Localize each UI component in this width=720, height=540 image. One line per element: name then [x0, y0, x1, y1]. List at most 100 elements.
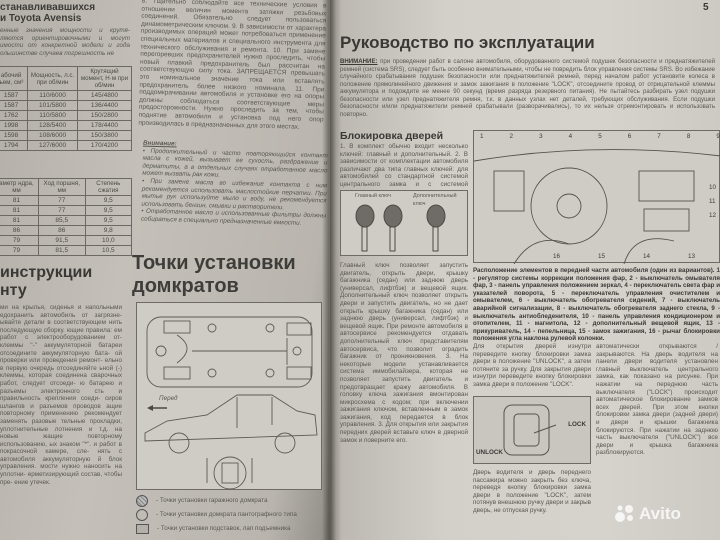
legend-item: - Точки установки домкрата пантографного…	[136, 508, 326, 522]
avito-logo-icon	[615, 505, 633, 522]
page-title: Руководство по эксплуатации	[340, 33, 595, 52]
legend-item: - Точки установки гаражного домкрата	[136, 494, 326, 508]
table-cell: 1762	[0, 110, 29, 121]
table-cell: 1587	[0, 90, 29, 101]
table-cell: 10,0	[84, 235, 133, 246]
jack-points-diagram: Перед	[136, 302, 322, 490]
table-cell: 9,5	[84, 215, 133, 226]
caution-item: • Отработанное масло и использованные фи…	[140, 207, 327, 227]
table-cell: 77	[37, 195, 86, 206]
table-cell: 170/4200	[76, 140, 133, 151]
table-cell: 178/4400	[76, 120, 133, 131]
door-text-3: Для открытия дверей изнутри переведите к…	[473, 343, 591, 388]
keys-illustration	[355, 204, 446, 252]
table-cell: 1794	[0, 140, 29, 151]
hatched-circle-icon	[136, 495, 148, 507]
table-cell: 81	[0, 205, 39, 216]
caution-item: • Продолжительный и часто повторяющийся …	[142, 147, 328, 179]
table-cell: 150/2800	[76, 110, 133, 121]
dashboard-illustration	[473, 149, 720, 265]
table-cell: 79	[0, 245, 39, 256]
instructions-text: ми на крылья, сиденья и напольными едохр…	[0, 304, 122, 486]
right-page: 5 Руководство по эксплуатации ВНИМАНИЕ: …	[330, 0, 720, 540]
main-key-label: Главный ключ	[355, 193, 391, 199]
column-header: аметр ндра, мм	[0, 178, 39, 196]
book-spine	[322, 0, 336, 540]
table-cell: 86	[0, 225, 39, 236]
srs-warning: ВНИМАНИЕ: при проведении работ в салоне …	[340, 58, 715, 118]
table-cell: 136/4400	[76, 100, 133, 111]
square-icon	[136, 524, 149, 534]
unlock-label: UNLOCK	[476, 449, 503, 456]
table-cell: 81,5	[37, 245, 86, 256]
jack-points-heading: Точки установки домкратов	[132, 252, 296, 297]
left-page: станавливавшихся и Toyota Avensis енные …	[0, 0, 330, 540]
engine-section-title: станавливавшихся и Toyota Avensis	[0, 2, 96, 24]
legend-item: - Точки установки подставок, лап подъемн…	[136, 522, 326, 536]
table-cell: 1598	[0, 130, 29, 141]
table-cell: 10,5	[84, 245, 133, 256]
dashboard-caption: Расположение элементов в передней части …	[473, 267, 720, 343]
car-chassis-illustration	[144, 316, 318, 490]
table-cell: 86	[37, 225, 86, 236]
caution-block: Внимание: • Продолжительный и часто повт…	[140, 139, 328, 227]
column-header: абочий ъем, см³	[0, 66, 29, 91]
table-cell: 110/5800	[27, 110, 78, 121]
table-cell: 110/6000	[27, 90, 78, 101]
column-header: Мощность, л.с. при об/мин	[27, 66, 78, 91]
table-cell: 9,5	[84, 205, 133, 216]
table-cell: 81	[0, 195, 39, 206]
spare-key-label: Дополнительный ключ	[413, 193, 457, 207]
column-header: Ход поршня, мм	[37, 178, 86, 196]
table-cell: 79	[0, 235, 39, 246]
table-cell: 77	[37, 205, 86, 216]
table-cell: 9,8	[84, 225, 133, 236]
table-cell: 9,5	[84, 195, 133, 206]
column-header: Крутящий момент, Н·м при об/мин	[76, 66, 133, 91]
door-text-4: Дверь водителя и дверь переднего пассажи…	[473, 469, 591, 514]
engine-intro: енные значения мощности и крутя- ляются …	[0, 27, 130, 57]
door-handle-figure: UNLOCK LOCK	[473, 396, 591, 464]
table-cell: 101/5800	[27, 100, 78, 111]
avito-logo-text: Avito	[639, 504, 681, 523]
column-header: Степень сжатия	[84, 178, 133, 196]
door-lock-heading: Блокировка дверей	[340, 130, 444, 142]
page-number: 5	[703, 2, 709, 13]
central-lock-text: автоматически открываются / закрываются.…	[596, 343, 718, 457]
door-text-2: Главный ключ позволяет запустить двигате…	[340, 262, 468, 444]
lock-label: LOCK	[568, 421, 586, 428]
table-cell: 85,5	[37, 215, 86, 226]
door-handle-illustration	[503, 404, 557, 456]
table-cell: 108/6000	[27, 130, 78, 141]
table-cell: 150/3800	[76, 130, 133, 141]
table-cell: 91,5	[37, 235, 86, 246]
circle-icon	[136, 509, 148, 521]
avito-watermark: Avito	[614, 504, 681, 524]
table-cell: 1998	[0, 120, 29, 131]
table-cell: 1587	[0, 100, 29, 111]
table-cell: 127/6000	[27, 140, 78, 151]
table-cell: 128/5400	[27, 120, 78, 131]
door-text-1: 1. В комплект обычно входит несколько кл…	[340, 143, 468, 189]
jack-legend: - Точки установки гаражного домкрата - Т…	[136, 494, 326, 536]
front-direction-label: Перед	[159, 395, 178, 402]
